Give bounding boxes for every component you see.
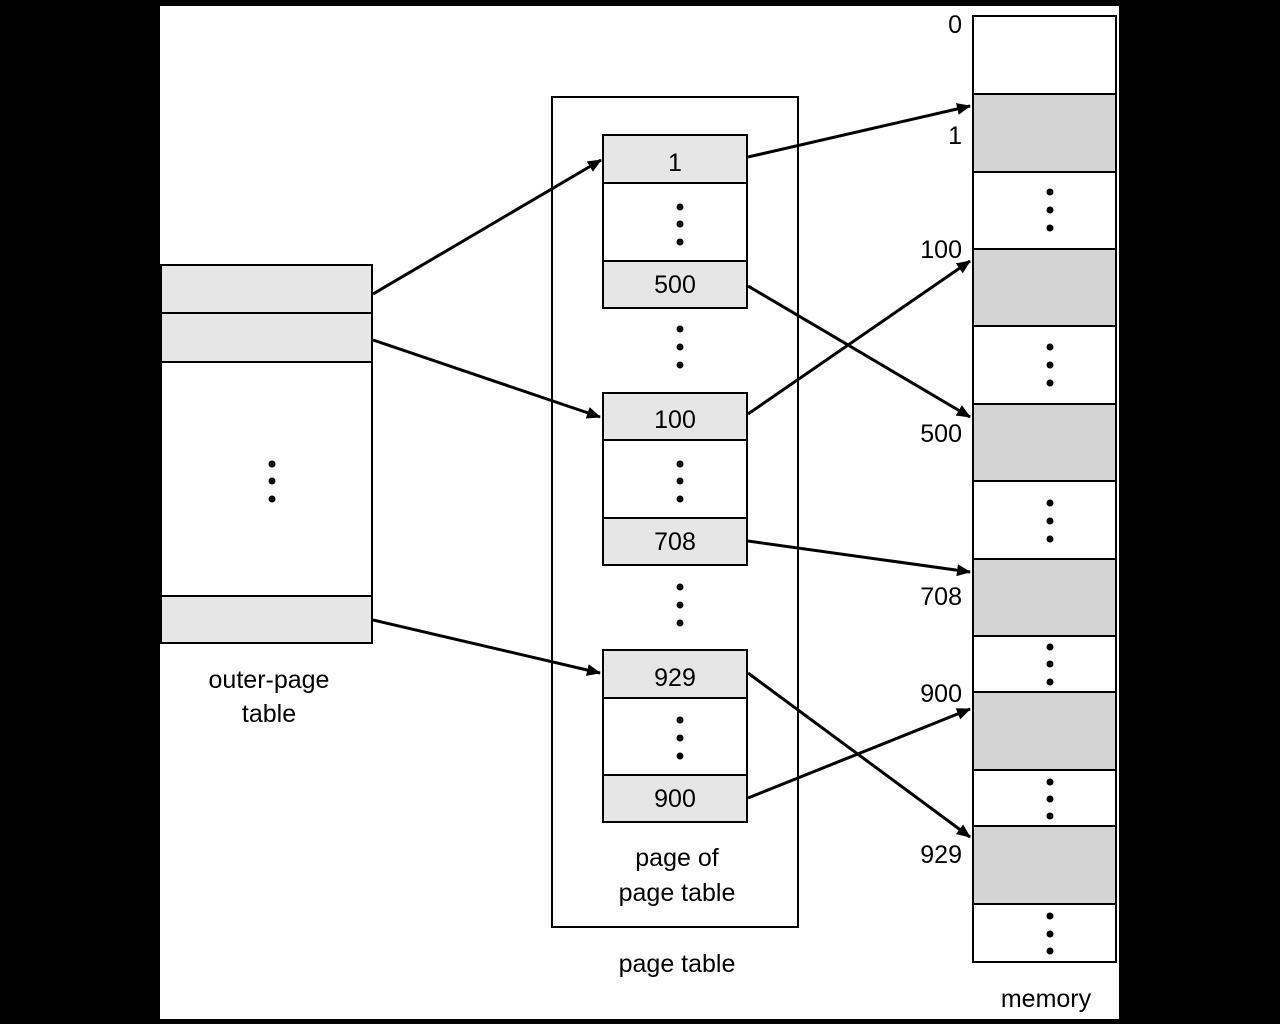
vertical-ellipsis [1046, 778, 1054, 820]
arrow-entry-500-to-memory-500 [747, 284, 971, 419]
arrow-entry-708-to-memory-708 [747, 539, 971, 577]
outer-page-table-entry [160, 312, 373, 363]
memory-address: 0 [948, 11, 962, 39]
page-table-entry [602, 774, 748, 823]
page-table-label: page table [619, 950, 736, 978]
memory-frame-block [972, 558, 1117, 637]
page-of-page-table-label-line2: page table [619, 879, 736, 907]
vertical-ellipsis [1046, 499, 1054, 543]
page-table-entry [602, 260, 748, 309]
memory-address: 929 [920, 841, 962, 869]
outer-page-table-entry [160, 595, 373, 644]
vertical-ellipsis [676, 203, 684, 246]
vertical-ellipsis [1046, 912, 1054, 955]
vertical-ellipsis [268, 460, 276, 503]
memory-label: memory [1001, 985, 1092, 1013]
memory-address: 708 [920, 583, 962, 611]
page-table-entry-value: 1 [668, 149, 682, 177]
memory-frame-block [972, 825, 1117, 905]
page-of-page-table-label-line1: page of [635, 844, 718, 872]
vertical-ellipsis [1046, 343, 1054, 387]
page-table: 1 500 100 708 929 900 page of page ta [551, 96, 799, 978]
vertical-ellipsis [676, 460, 684, 503]
arrow-outer-entry-last-to-page-929 [372, 618, 601, 676]
page-table-frame [551, 96, 799, 928]
outer-page-table-entry [160, 264, 373, 314]
arrow-outer-entry-0-to-page-1 [372, 158, 602, 296]
memory-address: 500 [920, 420, 962, 448]
page-table-entry [602, 517, 748, 566]
arrows [372, 103, 971, 839]
memory-frame-block [972, 248, 1117, 327]
outer-page-table: outer-page table [160, 264, 373, 728]
page-table-entry [602, 649, 748, 699]
page-table-entry-value: 500 [654, 271, 696, 299]
arrow-entry-900-to-memory-900 [747, 707, 971, 800]
vertical-ellipsis [676, 583, 684, 627]
memory-frame-block [972, 403, 1117, 482]
memory-address: 900 [920, 680, 962, 708]
vertical-ellipsis [676, 325, 684, 369]
page-table-entry-value: 929 [654, 664, 696, 692]
vertical-ellipsis [676, 716, 684, 760]
memory-address: 1 [948, 122, 962, 150]
outer-page-table-label-line2: table [242, 700, 296, 728]
outer-page-table-label-line1: outer-page [209, 666, 330, 694]
memory-frame-block [972, 691, 1117, 771]
arrow-entry-1-to-memory-1 [747, 103, 971, 159]
memory-frame-block [972, 93, 1117, 173]
vertical-ellipsis [1046, 643, 1054, 686]
memory: 0 1 100 500 708 900 929 memory [920, 11, 1117, 1013]
arrow-outer-entry-1-to-page-100 [372, 338, 601, 419]
arrow-entry-100-to-memory-100 [747, 259, 971, 416]
page-table-entry [602, 392, 748, 441]
page-table-entry-value: 900 [654, 785, 696, 813]
vertical-ellipsis [1046, 188, 1054, 232]
memory-frame [972, 15, 1117, 963]
memory-address: 100 [920, 236, 962, 264]
page-table-entry [602, 134, 748, 184]
page-table-entry-value: 708 [654, 528, 696, 556]
page-table-entry-value: 100 [654, 406, 696, 434]
